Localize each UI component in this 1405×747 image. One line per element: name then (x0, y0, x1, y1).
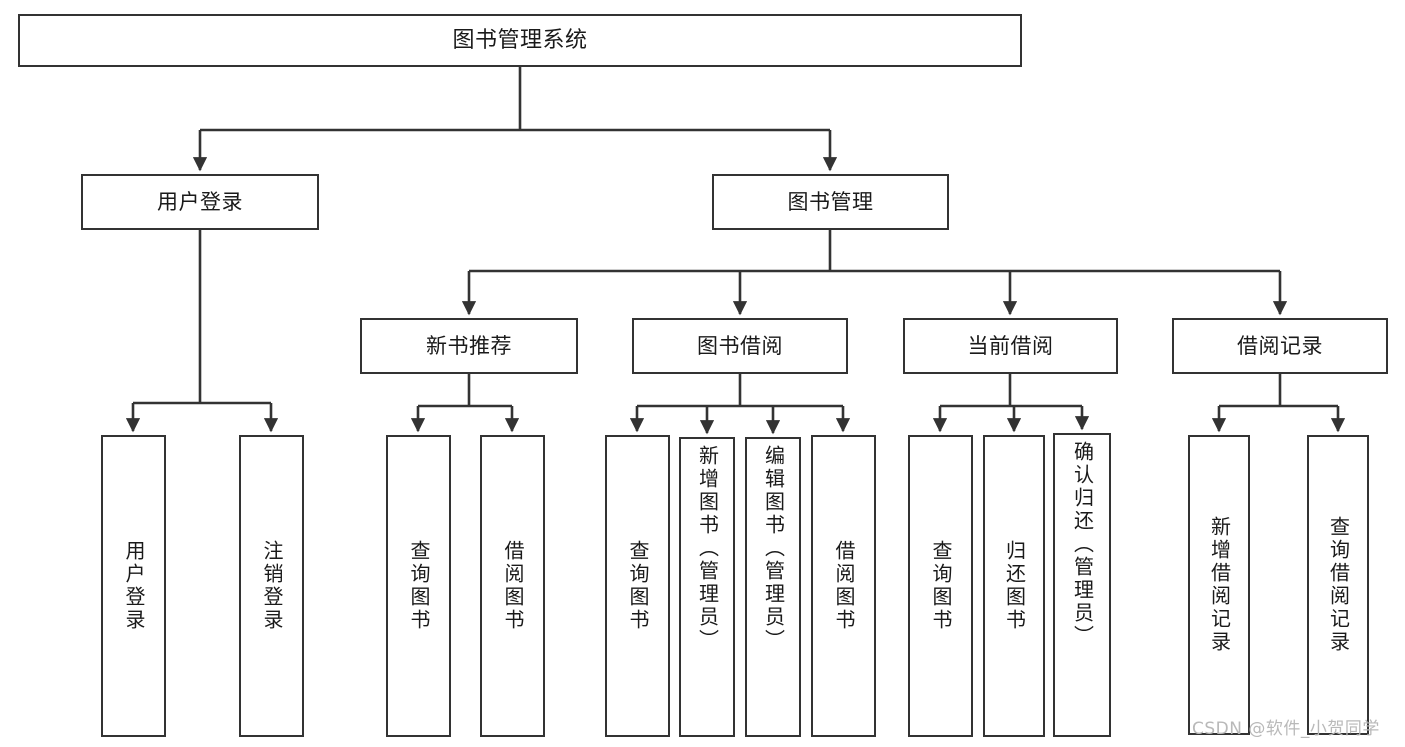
node-current-borrow-label: 当前借阅 (967, 333, 1054, 358)
node-leaf-confirm-return[interactable]: 确认归还（管理员） (1053, 433, 1111, 737)
node-user-login[interactable]: 用户登录 (81, 174, 319, 230)
node-leaf-query-book-2[interactable]: 查询图书 (605, 435, 670, 737)
node-leaf-user-login[interactable]: 用户登录 (101, 435, 166, 737)
node-leaf-borrow-book-1[interactable]: 借阅图书 (480, 435, 545, 737)
node-leaf-edit-book-label: 编辑图书（管理员） (761, 445, 786, 652)
node-leaf-return-book[interactable]: 归还图书 (983, 435, 1045, 737)
node-book-manage-label: 图书管理 (787, 189, 874, 214)
csdn-watermark: CSDN @软件_小贺同学 (1192, 719, 1380, 739)
node-book-borrow[interactable]: 图书借阅 (632, 318, 848, 374)
node-root[interactable]: 图书管理系统 (18, 14, 1022, 67)
node-leaf-query-book-3-label: 查询图书 (929, 540, 953, 632)
node-book-manage[interactable]: 图书管理 (712, 174, 949, 230)
node-book-borrow-label: 图书借阅 (697, 333, 783, 358)
node-leaf-query-book-3[interactable]: 查询图书 (908, 435, 973, 737)
node-leaf-user-login-label: 用户登录 (122, 540, 146, 632)
node-leaf-user-logout-label: 注销登录 (260, 540, 284, 632)
node-leaf-borrow-book-2[interactable]: 借阅图书 (811, 435, 876, 737)
node-new-book-rec-label: 新书推荐 (426, 333, 512, 358)
node-leaf-return-book-label: 归还图书 (1002, 540, 1027, 632)
node-new-book-rec[interactable]: 新书推荐 (360, 318, 578, 374)
node-leaf-query-book-1[interactable]: 查询图书 (386, 435, 451, 737)
node-leaf-query-record-label: 查询借阅记录 (1326, 516, 1351, 654)
node-leaf-edit-book[interactable]: 编辑图书（管理员） (745, 437, 801, 737)
node-borrow-record[interactable]: 借阅记录 (1172, 318, 1388, 374)
node-borrow-record-label: 借阅记录 (1237, 333, 1323, 358)
node-leaf-user-logout[interactable]: 注销登录 (239, 435, 304, 737)
node-user-login-label: 用户登录 (157, 189, 243, 214)
node-leaf-borrow-book-1-label: 借阅图书 (501, 540, 525, 632)
node-leaf-add-book[interactable]: 新增图书（管理员） (679, 437, 735, 737)
node-leaf-query-book-1-label: 查询图书 (407, 540, 431, 632)
node-leaf-add-book-label: 新增图书（管理员） (695, 445, 720, 652)
node-leaf-add-record[interactable]: 新增借阅记录 (1188, 435, 1250, 735)
node-leaf-borrow-book-2-label: 借阅图书 (832, 540, 856, 632)
node-leaf-add-record-label: 新增借阅记录 (1207, 516, 1232, 654)
node-leaf-query-book-2-label: 查询图书 (626, 540, 650, 632)
node-leaf-confirm-return-label: 确认归还（管理员） (1070, 441, 1095, 648)
node-current-borrow[interactable]: 当前借阅 (903, 318, 1118, 374)
node-root-label: 图书管理系统 (452, 27, 588, 53)
node-leaf-query-record[interactable]: 查询借阅记录 (1307, 435, 1369, 735)
